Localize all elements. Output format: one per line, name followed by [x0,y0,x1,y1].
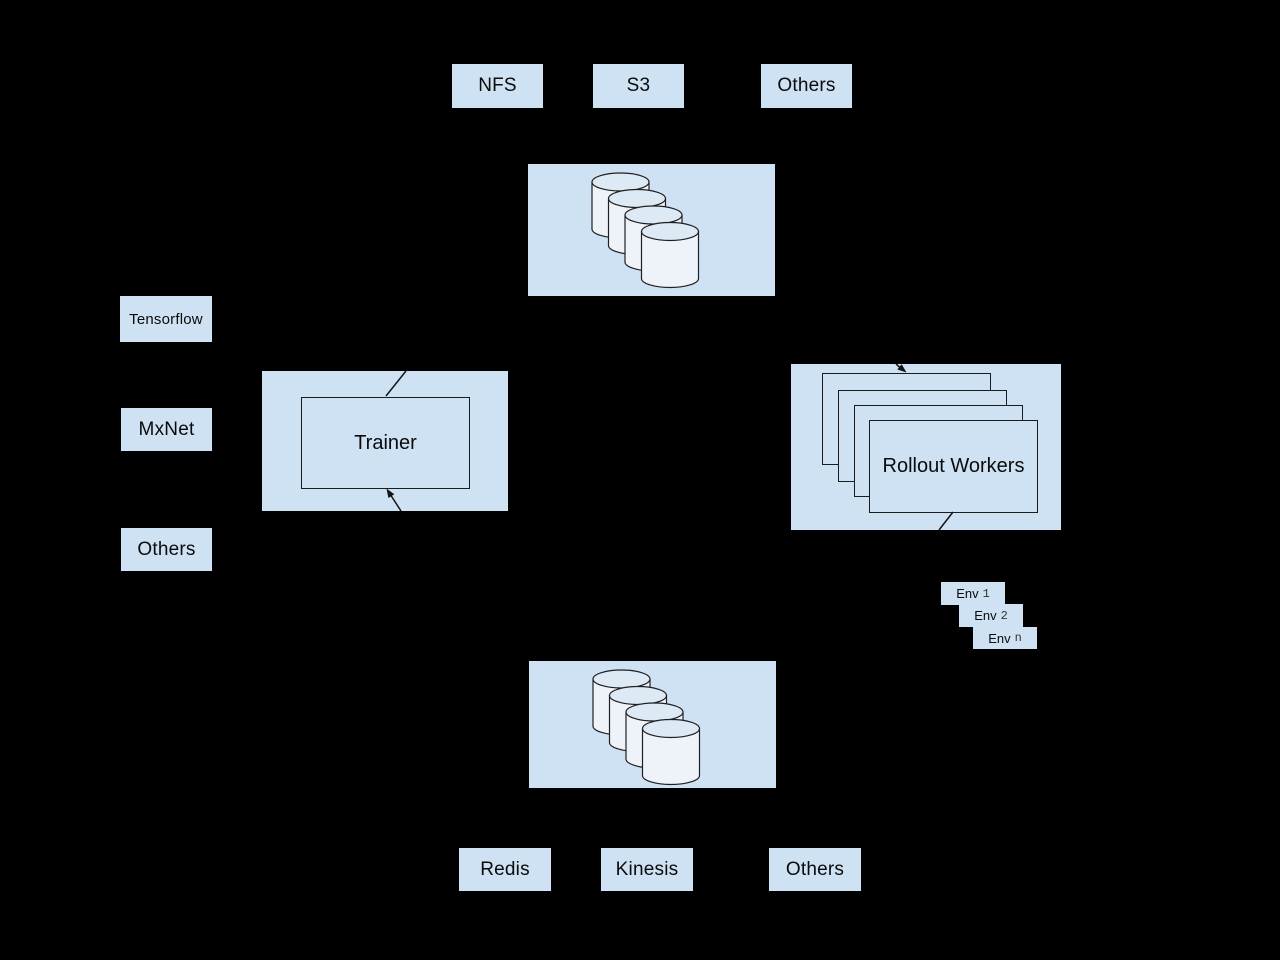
database-cylinder-icon [640,221,700,289]
memory-backend-group [529,661,776,788]
data-store-group [528,164,775,296]
memory-others-box: Others [769,848,861,891]
env-n-index: n [1014,631,1022,645]
env-2-box: Env 2 [959,604,1023,627]
redis-label: Redis [480,858,530,880]
framework-others-label: Others [137,538,196,560]
env-n-box: Env n [973,627,1037,649]
tensorflow-box: Tensorflow [120,296,212,342]
memory-others-label: Others [785,858,845,880]
trainer-label: Trainer [354,431,417,454]
mxnet-label: MxNet [138,418,195,440]
database-cylinder-icon [641,718,701,786]
nfs-label: NFS [478,75,517,96]
s3-box: S3 [593,64,684,108]
trainer-box: Trainer [301,397,470,489]
storage-others-box: Others [761,64,852,108]
nfs-box: NFS [452,64,543,108]
kinesis-label: Kinesis [615,858,679,880]
s3-label: S3 [626,75,651,96]
rollout-workers-label: Rollout Workers [882,455,1025,477]
database-cylinders-icon [592,669,701,786]
env-n-label: Env [988,630,1011,646]
redis-box: Redis [459,848,551,891]
mxnet-box: MxNet [121,408,212,451]
env-2-index: 2 [1000,608,1008,623]
framework-others-box: Others [121,528,212,571]
database-cylinders-icon [591,172,700,289]
rollout-workers-box: Rollout Workers [869,420,1038,513]
env-1-index: 1 [982,586,990,601]
env-2-label: Env [974,608,997,623]
storage-others-label: Others [777,75,836,96]
env-1-label: Env [956,586,979,601]
kinesis-box: Kinesis [601,848,693,891]
tensorflow-label: Tensorflow [129,310,203,328]
env-1-box: Env 1 [941,582,1005,605]
